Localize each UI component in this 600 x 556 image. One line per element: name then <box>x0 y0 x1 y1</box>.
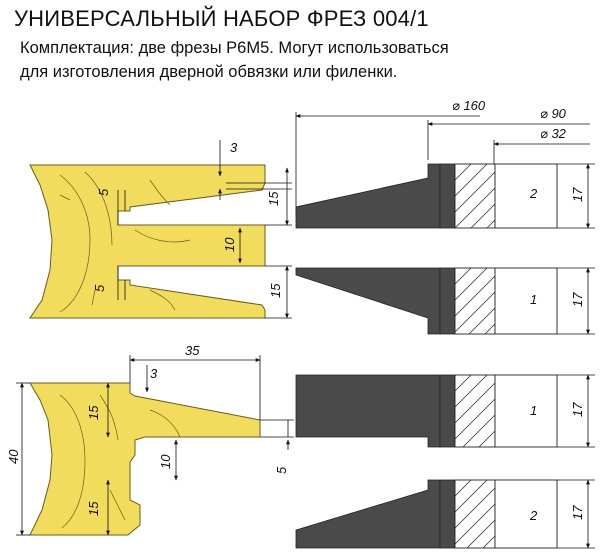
cutter-number-top-upper: 2 <box>529 186 538 201</box>
wood-profile-bottom-shape <box>29 382 261 536</box>
cutter-top-lower: 1 <box>295 267 558 335</box>
dim-tongue-upper-bottom-label: 15 <box>86 405 101 420</box>
dim-gap-label: 3 <box>150 366 158 381</box>
dim-middle-label: 10 <box>222 237 237 252</box>
cutter-bottom-lower: 2 <box>295 479 558 549</box>
wood-profile-bottom <box>29 382 261 536</box>
dim-groove-lower-label: 5 <box>92 284 107 292</box>
dim-tongue-lower-label: 15 <box>268 283 283 298</box>
page-title: УНИВЕРСАЛЬНЫЙ НАБОР ФРЕЗ 004/1 <box>14 6 429 31</box>
dim-outer-diameter-label: ⌀ 160 <box>452 98 486 113</box>
description-line-1: Комплектация: две фрезы Р6М5. Могут испо… <box>20 39 449 57</box>
dim-tongue-lower-bottom-label: 15 <box>86 501 101 516</box>
dim-body-diameter-label: ⌀ 90 <box>540 106 567 121</box>
dim-gap-top-label: 3 <box>230 140 238 155</box>
wood-profile-top-shape <box>29 164 266 319</box>
dim-cutter-height-4: 17 <box>570 505 585 520</box>
dims-top-left: 3 15 5 10 5 15 <box>92 140 292 319</box>
dim-groove-upper-label: 5 <box>96 188 111 196</box>
dim-tip-label: 5 <box>274 466 289 474</box>
cutter-number-bottom-upper: 1 <box>530 403 537 418</box>
dim-cutter-height-1: 17 <box>570 187 585 202</box>
description-line-2: для изготовления дверной обвязки или фил… <box>20 63 398 81</box>
dim-middle-bottom-label: 10 <box>158 454 173 469</box>
dim-height-total-label: 40 <box>6 449 21 464</box>
cutter-diameter-dims: ⌀ 160 ⌀ 90 ⌀ 32 <box>295 98 590 215</box>
cutter-top-upper: 2 <box>295 163 558 229</box>
dim-bore-diameter-label: ⌀ 32 <box>540 126 567 141</box>
cutter-bottom-upper: 1 <box>295 374 558 448</box>
dim-cutter-height-3: 17 <box>570 402 585 417</box>
cutter-number-bottom-lower: 2 <box>529 508 538 523</box>
dims-bottom-left: 35 3 40 15 10 15 5 <box>6 343 294 536</box>
wood-profile-top <box>29 164 266 319</box>
cutter-height-dims: 17 17 17 17 <box>557 163 595 549</box>
dim-length-label: 35 <box>185 343 200 358</box>
dim-tongue-upper-label: 15 <box>266 191 281 206</box>
dim-cutter-height-2: 17 <box>570 292 585 307</box>
cutter-number-top-lower: 1 <box>530 292 537 307</box>
